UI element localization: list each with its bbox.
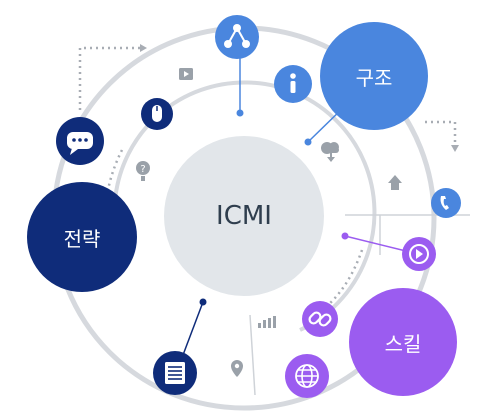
chat-icon bbox=[56, 117, 104, 165]
globe-icon bbox=[285, 354, 329, 398]
connector-line bbox=[249, 314, 256, 396]
play-small-icon bbox=[179, 68, 193, 80]
cloud-download-icon bbox=[321, 142, 339, 162]
dotted-connector bbox=[78, 46, 140, 110]
center-circle bbox=[164, 136, 324, 296]
link-icon bbox=[302, 301, 338, 337]
structure-node[interactable] bbox=[320, 22, 428, 130]
network-icon bbox=[215, 15, 259, 59]
document-icon bbox=[153, 351, 197, 395]
skill-label: 스킬 bbox=[384, 331, 422, 356]
structure-label: 구조 bbox=[355, 65, 393, 90]
phone-icon bbox=[431, 188, 461, 218]
info-icon bbox=[274, 65, 312, 103]
strategy-node[interactable] bbox=[27, 182, 137, 292]
skill-node[interactable] bbox=[349, 288, 457, 396]
center-label: ICMI bbox=[216, 201, 272, 231]
upload-arrow-icon bbox=[388, 175, 402, 190]
mouse-icon bbox=[141, 98, 173, 130]
play-circle-icon bbox=[402, 237, 436, 271]
bar-chart-icon bbox=[258, 316, 276, 328]
help-icon: ? bbox=[136, 161, 150, 181]
strategy-label: 전략 bbox=[63, 226, 101, 251]
svg-text:?: ? bbox=[140, 164, 145, 175]
dotted-connector bbox=[425, 120, 457, 145]
location-pin-icon bbox=[231, 360, 243, 377]
